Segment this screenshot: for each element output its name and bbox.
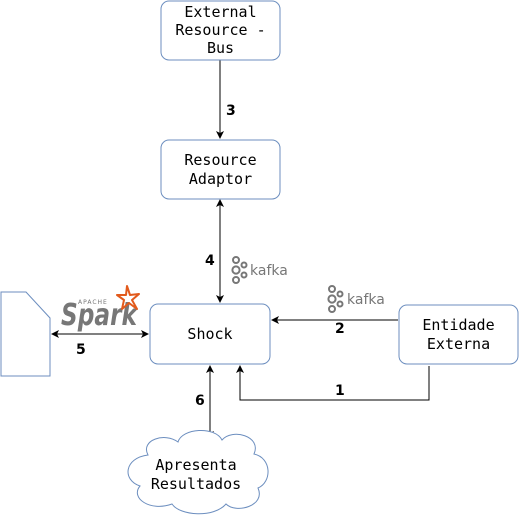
cloud-apresenta-resultados[interactable]: Apresenta Resultados: [127, 430, 269, 515]
edge-entidade-loop-to-shock: [236, 365, 430, 401]
node-label-line: External: [184, 3, 256, 21]
edge-label-1: 1: [335, 383, 345, 399]
kafka-icon: [231, 256, 248, 284]
edge-label-4: 4: [205, 253, 215, 269]
node-label-line: Entidade: [422, 316, 494, 334]
node-resource-adaptor[interactable]: Resource Adaptor: [160, 139, 281, 200]
kafka-label: kafka: [250, 263, 288, 279]
edge-label-6: 6: [195, 393, 205, 409]
document-shape[interactable]: [0, 291, 51, 377]
node-label-line: Apresenta: [155, 456, 236, 474]
apache-label: APACHE: [78, 299, 108, 306]
edge-label-5: 5: [76, 342, 86, 358]
node-label-line: Resultados: [151, 475, 241, 493]
node-label-line: Shock: [187, 325, 232, 343]
node-label-line: Bus: [207, 39, 234, 57]
kafka-label: kafka: [347, 292, 385, 308]
kafka-icon: [327, 285, 344, 313]
edge-label-2: 2: [335, 321, 345, 337]
node-external-resource-bus[interactable]: External Resource - Bus: [160, 0, 281, 61]
spark-star-icon: [116, 285, 140, 310]
node-shock[interactable]: Shock: [149, 303, 271, 365]
node-label-line: Externa: [427, 335, 490, 353]
kafka-logo-top: kafka: [231, 256, 288, 284]
kafka-logo-right: kafka: [327, 285, 385, 313]
edge-label-3: 3: [226, 103, 236, 119]
spark-logo: APACHE Spark: [61, 285, 140, 333]
spark-label: Spark: [61, 298, 139, 333]
node-label-line: Resource: [184, 151, 256, 169]
node-label-line: Adaptor: [189, 170, 252, 188]
node-label-line: Resource -: [175, 21, 265, 39]
node-entidade-externa[interactable]: Entidade Externa: [398, 304, 519, 365]
